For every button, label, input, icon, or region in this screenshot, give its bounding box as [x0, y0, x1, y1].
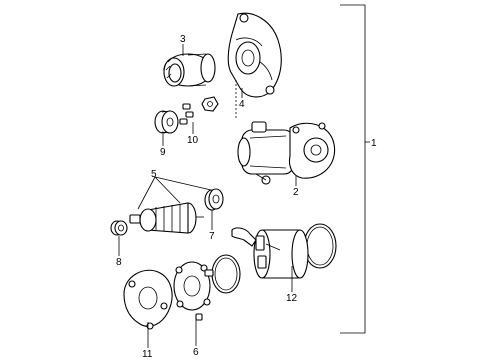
- end-cover: [123, 269, 173, 330]
- assembly-bracket: [340, 4, 370, 334]
- callout-6: 6: [193, 347, 199, 358]
- callout-1: 1: [371, 138, 377, 149]
- commutator-end-frame: [173, 261, 214, 321]
- armature-bearing: [110, 220, 128, 236]
- callout-10: 10: [187, 135, 199, 146]
- bearing: [204, 188, 224, 211]
- callout-12: 12: [286, 293, 298, 304]
- armature: [129, 202, 204, 234]
- starter-clutch-drive: [163, 53, 216, 87]
- steel-balls: [179, 96, 219, 125]
- callout-2: 2: [293, 187, 299, 198]
- callout-8: 8: [116, 257, 122, 268]
- callout-3: 3: [180, 34, 186, 45]
- callout-labels: 1 2 3 4 5 6 7 8 9 10 11 12: [116, 34, 377, 360]
- idler-gear: [154, 110, 179, 134]
- drive-housing: [227, 12, 282, 98]
- callout-11: 11: [142, 349, 153, 360]
- field-frame-housing: [237, 121, 336, 185]
- leader-lines: [118, 44, 297, 348]
- yoke-assembly: [211, 223, 337, 294]
- callout-9: 9: [160, 147, 166, 158]
- callout-4: 4: [239, 99, 245, 110]
- callout-7: 7: [209, 231, 215, 242]
- callout-5: 5: [151, 169, 157, 180]
